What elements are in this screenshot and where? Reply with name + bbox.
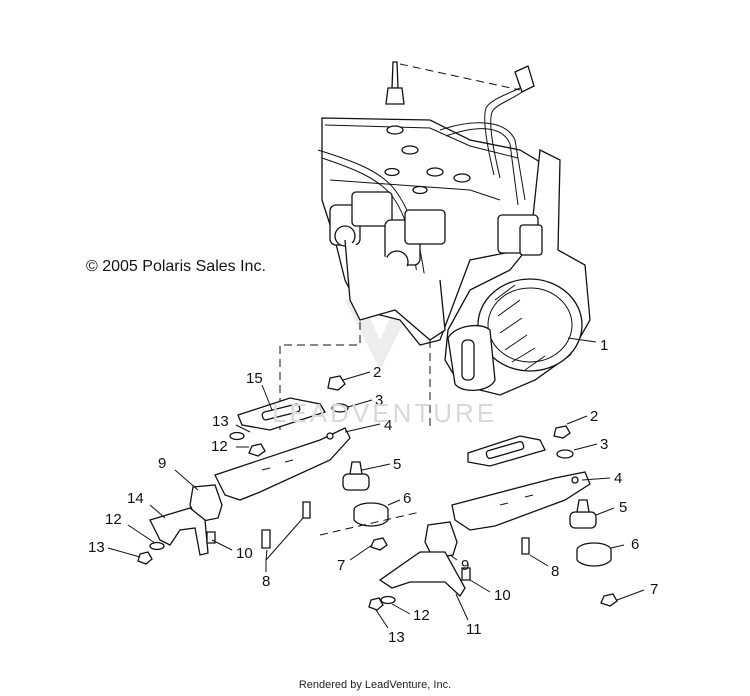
callout-11: 11 [466, 621, 482, 638]
callout-2-right: 2 [590, 408, 598, 425]
watermark-text: LEADVENTURE [272, 398, 498, 428]
callout-4-right: 4 [614, 470, 622, 487]
callout-2-left: 2 [373, 364, 381, 381]
right-mount-group [368, 425, 618, 611]
callout-10-right: 10 [494, 587, 511, 604]
callout-7-left: 7 [337, 557, 345, 574]
callout-5-right: 5 [619, 499, 627, 516]
footer-credit: Rendered by LeadVenture, Inc. [298, 679, 452, 691]
callout-13-left: 13 [88, 539, 105, 556]
callout-1: 1 [600, 337, 608, 354]
copyright-notice: © 2005 Polaris Sales Inc. [86, 258, 266, 275]
callout-14: 14 [127, 490, 144, 507]
callout-numbers: 1 2 2 3 3 4 4 5 5 6 6 7 7 8 8 9 9 10 10 … [88, 337, 658, 646]
callout-4-left: 4 [384, 417, 392, 434]
callout-7-right: 7 [650, 581, 658, 598]
callout-6-left: 6 [403, 490, 411, 507]
callout-9-right: 9 [461, 557, 469, 574]
callout-6-right: 6 [631, 536, 639, 553]
callout-3-left: 3 [375, 392, 383, 409]
callout-10-left: 10 [236, 545, 253, 562]
callout-12-lower: 12 [413, 607, 430, 624]
callout-8-left: 8 [262, 573, 270, 590]
callout-8-right: 8 [551, 563, 559, 580]
callout-12-left: 12 [105, 511, 122, 528]
callout-3-right: 3 [600, 436, 608, 453]
engine-assembly [279, 61, 591, 430]
callout-13-lower: 13 [388, 629, 405, 646]
callout-5-left: 5 [393, 456, 401, 473]
callout-9-left: 9 [158, 455, 166, 472]
callout-15: 15 [246, 370, 263, 387]
left-mount-group [137, 375, 421, 565]
callout-13-upper: 13 [212, 413, 229, 430]
leader-lines [107, 337, 645, 629]
callout-12-upper: 12 [211, 438, 228, 455]
